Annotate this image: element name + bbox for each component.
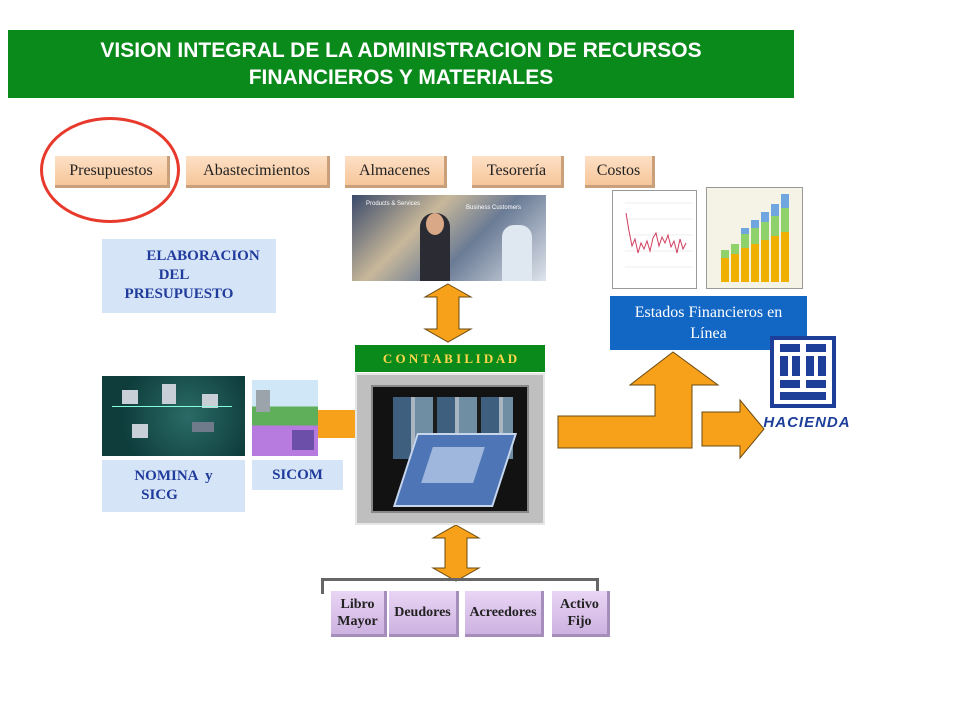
libro-line-2: Mayor	[337, 613, 378, 629]
estados-line-2: Línea	[690, 325, 727, 342]
sicom-photo	[252, 380, 318, 456]
tab-presupuestos[interactable]: Presupuestos	[55, 156, 170, 188]
elaboracion-line-1: ELABORACION	[146, 248, 260, 264]
contabilidad-header: C O N T A B I L I D A D	[355, 345, 545, 372]
elaboracion-presupuesto-box: ELABORACION DEL PRESUPUESTO	[102, 239, 276, 313]
business-photo-label-left: Products & Services	[366, 201, 421, 207]
page-title: VISION INTEGRAL DE LA ADMINISTRACION DE …	[8, 30, 794, 98]
business-photo-label-right: Business Customers	[466, 205, 522, 211]
tab-abastecimientos[interactable]: Abastecimientos	[186, 156, 330, 188]
libro-line-1: Libro	[340, 596, 375, 612]
estados-financieros-box: Estados Financieros en Línea	[610, 296, 807, 350]
activo-line-2: Fijo	[567, 613, 592, 629]
hacienda-logo-text: HACIENDA	[763, 414, 851, 431]
tab-costos[interactable]: Costos	[585, 156, 655, 188]
ledger-activo-fijo[interactable]: Activo Fijo	[552, 591, 610, 637]
arrow-to-estados	[557, 351, 720, 449]
ledger-bracket	[321, 578, 599, 594]
network-diagram-photo	[102, 376, 245, 456]
highlight-circle	[40, 117, 180, 223]
elaboracion-line-2: DEL	[158, 267, 190, 283]
double-arrow-bottom	[431, 524, 481, 582]
people-figure-right	[502, 225, 532, 281]
double-arrow-top	[423, 283, 473, 343]
nomina-line-2: SICG	[141, 487, 178, 503]
stacked-bar-chart-thumbnail	[706, 187, 803, 289]
sicom-connector	[318, 410, 355, 438]
business-photo: Products & Services Business Customers	[352, 195, 546, 281]
estados-line-1: Estados Financieros en	[634, 304, 783, 321]
tab-almacenes[interactable]: Almacenes	[345, 156, 447, 188]
hacienda-logo: HACIENDA	[760, 334, 852, 438]
tab-tesoreria[interactable]: Tesorería	[472, 156, 564, 188]
line-chart-thumbnail	[612, 190, 697, 289]
activo-line-1: Activo	[560, 596, 599, 612]
contabilidad-book-icon	[355, 373, 545, 525]
ledger-deudores[interactable]: Deudores	[389, 591, 459, 637]
ledger-acreedores[interactable]: Acreedores	[465, 591, 544, 637]
arrow-to-hacienda	[701, 398, 765, 460]
title-line-1: VISION INTEGRAL DE LA ADMINISTRACION DE …	[100, 39, 702, 62]
nomina-sicg-box: NOMINA y SICG	[102, 460, 245, 512]
title-line-2: FINANCIEROS Y MATERIALES	[248, 66, 554, 89]
ledger-libro-mayor[interactable]: Libro Mayor	[331, 591, 387, 637]
nomina-line-1: NOMINA y	[134, 468, 213, 484]
sicom-label: SICOM	[252, 460, 343, 490]
person-face	[426, 213, 444, 235]
elaboracion-line-3: PRESUPUESTO	[124, 286, 234, 302]
